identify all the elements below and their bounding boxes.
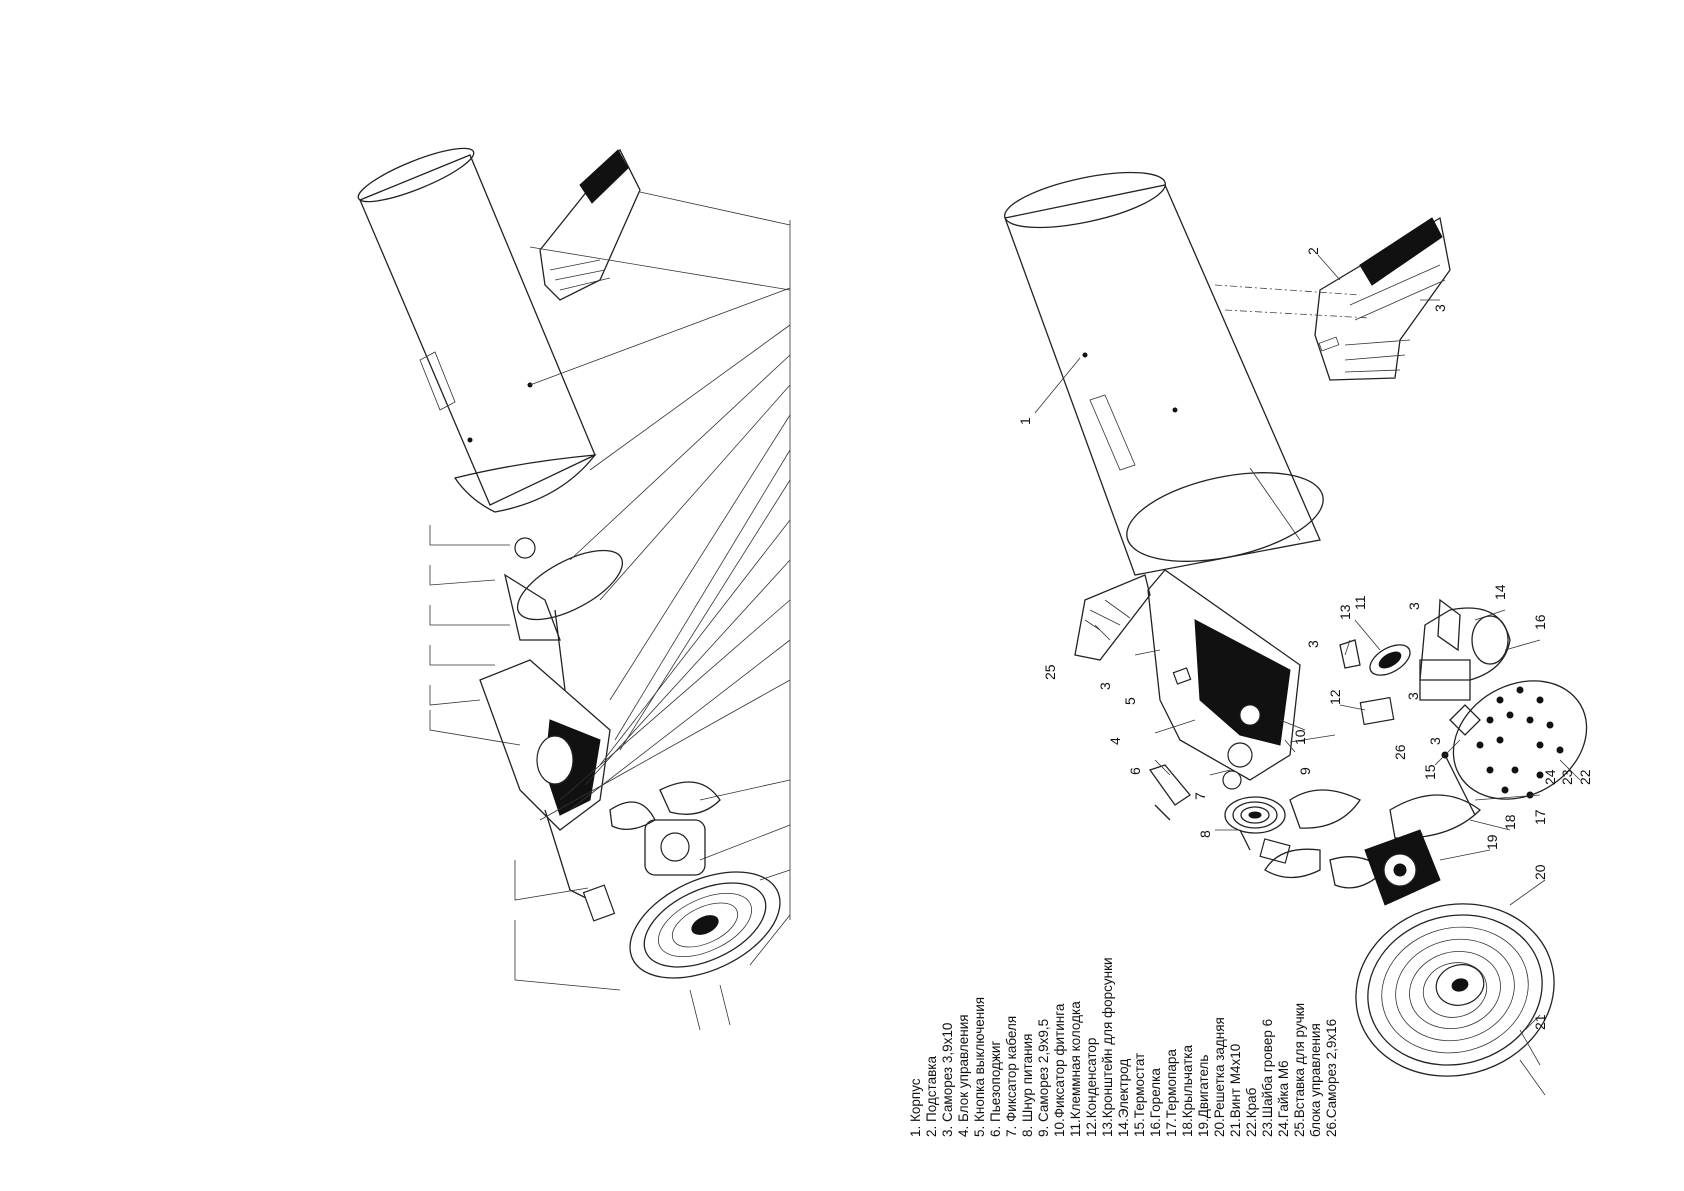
legend-item: 13.Кронштейн для форсунки (1100, 957, 1115, 1137)
callout-16: 16 (1532, 614, 1548, 630)
callout-3-burner: 3 (1405, 692, 1421, 700)
left-rear-grille (629, 871, 781, 1031)
right-exploded-view: 1 2 3 3 3 3 3 3 4 5 6 7 8 9 10 11 12 13 … (1004, 171, 1593, 1096)
legend-item: 11.Клеммная колодка (1068, 1001, 1083, 1137)
legend-item: 17.Термопара (1164, 1049, 1179, 1137)
electrode-part-14 (1437, 598, 1461, 652)
legend-item: 12.Конденсатор (1084, 1038, 1099, 1137)
callout-5: 5 (1122, 697, 1138, 705)
parts-legend: 1. Корпус 2. Подставка 3. Саморез 3,9х10… (908, 957, 1339, 1137)
capacitor-part-12 (1359, 696, 1395, 726)
callout-10: 10 (1292, 729, 1308, 745)
legend-item: 26.Саморез 2,9х16 (1324, 1019, 1339, 1137)
callout-9: 9 (1297, 767, 1313, 775)
legend-item: 25.Вставка для ручки (1292, 1003, 1307, 1137)
callout-18: 18 (1502, 814, 1518, 830)
left-housing (357, 147, 597, 513)
legend-item: 1. Корпус (908, 1078, 923, 1137)
callout-3-box-left: 3 (1097, 682, 1113, 690)
left-burner-plate (504, 537, 624, 691)
callout-20: 20 (1532, 864, 1548, 880)
legend-item: 19.Двигатель (1196, 1055, 1211, 1137)
legend-item: 14.Электрод (1116, 1059, 1131, 1137)
callout-3-box-top: 3 (1305, 640, 1321, 648)
left-stand (539, 148, 641, 301)
fan-blade-part-18 (1264, 789, 1481, 889)
legend-item: 2. Подставка (924, 1056, 939, 1137)
legend-item: 20.Решетка задняя (1212, 1017, 1227, 1137)
left-control-box (479, 659, 616, 922)
legend-item: 4. Блок управления (956, 1014, 971, 1137)
stand-part-2 (1314, 216, 1451, 381)
right-leader-lines (1034, 254, 1581, 1031)
legend-item: 21.Винт М4х10 (1228, 1044, 1243, 1137)
callout-19: 19 (1484, 834, 1500, 850)
bracket-part-13 (1339, 639, 1361, 669)
callout-3-stand: 3 (1432, 304, 1448, 312)
left-exploded-view (357, 147, 791, 1031)
callout-22: 22 (1577, 769, 1593, 785)
burner-part-16 (1419, 607, 1511, 701)
callout-24: 24 (1542, 769, 1558, 785)
callout-2: 2 (1305, 247, 1321, 255)
rear-grille-part-20 (1355, 903, 1555, 1096)
callout-7: 7 (1192, 792, 1208, 800)
power-cord-part-8 (1224, 796, 1291, 864)
legend-item: 8. Шнур питания (1020, 1034, 1035, 1137)
callout-3-crab: 3 (1427, 737, 1443, 745)
callout-4: 4 (1107, 737, 1123, 745)
housing-part-1 (1004, 171, 1324, 576)
crab-plate-part-22 (1452, 680, 1588, 800)
legend-item: 3. Саморез 3,9х10 (940, 1023, 955, 1137)
callout-8: 8 (1197, 830, 1213, 838)
legend-item: 24.Гайка М6 (1276, 1060, 1291, 1137)
control-box-part-4 (1147, 569, 1301, 790)
callout-labels: 1 2 3 3 3 3 3 3 4 5 6 7 8 9 10 11 12 13 … (1017, 247, 1593, 1030)
piezo-igniter-part-6 (1148, 764, 1191, 821)
legend-item: 9. Саморез 2,9х9,5 (1036, 1019, 1051, 1137)
callout-26: 26 (1392, 744, 1408, 760)
thermostat-part-15 (1449, 704, 1481, 736)
legend-item: 5. Кнопка выключения (972, 997, 987, 1137)
left-leader-lines (429, 191, 791, 991)
callout-1: 1 (1017, 417, 1033, 425)
thermocouple-part-17 (1441, 751, 1476, 816)
callout-6: 6 (1127, 767, 1143, 775)
handle-insert-part-25 (1074, 574, 1151, 661)
legend-item: 22.Краб (1244, 1087, 1259, 1137)
callout-11: 11 (1352, 595, 1368, 610)
callout-21: 21 (1532, 1014, 1548, 1030)
motor-part-19 (1364, 829, 1441, 906)
callout-25: 25 (1042, 664, 1058, 680)
callout-17: 17 (1532, 809, 1548, 825)
callout-3-plate: 3 (1406, 602, 1422, 610)
left-fan-motor (609, 781, 721, 876)
legend-item: блока управления (1308, 1023, 1323, 1137)
callout-12: 12 (1327, 689, 1343, 705)
callout-13: 13 (1337, 604, 1353, 620)
legend-item: 7. Фиксатор кабеля (1004, 1016, 1019, 1137)
terminal-block-part-11 (1369, 644, 1411, 676)
callout-15: 15 (1422, 764, 1438, 780)
legend-item: 16.Горелка (1148, 1068, 1163, 1137)
legend-item: 18.Крыльчатка (1180, 1045, 1195, 1137)
legend-item: 15.Термостат (1132, 1053, 1147, 1137)
legend-item: 23.Шайба гровер 6 (1260, 1019, 1275, 1137)
callout-23: 23 (1559, 769, 1575, 785)
legend-item: 10.Фиксатор фитинга (1052, 1003, 1067, 1137)
callout-14: 14 (1492, 584, 1508, 600)
legend-item: 6. Пьезоподжиг (988, 1041, 1003, 1137)
